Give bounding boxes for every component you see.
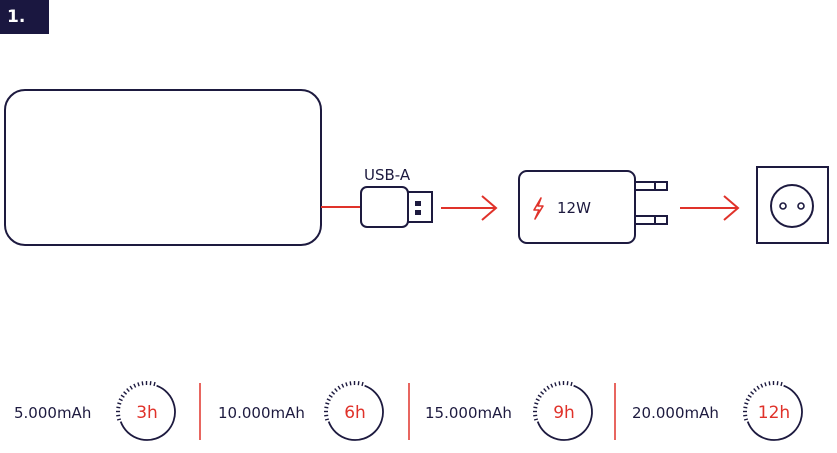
lightning-icon	[533, 197, 544, 220]
clock-dial-icon	[324, 381, 384, 441]
charging-time-item: 10.000mAh 6h	[218, 381, 384, 441]
power-outlet-icon	[756, 166, 829, 244]
arrow-right-icon	[441, 195, 498, 221]
clock-dial-icon	[533, 381, 593, 441]
wall-charger	[518, 170, 668, 244]
charging-times: 5.000mAh 3h 10.000mAh 6h 15.000mAh 9h 20.000mA…	[14, 381, 803, 441]
clock-dial-icon	[743, 381, 803, 441]
charge-time-label: 9h	[553, 403, 575, 423]
usb-a-plug-icon	[360, 186, 433, 228]
charging-time-item: 5.000mAh 3h	[14, 381, 176, 441]
step-badge: 1.	[0, 0, 49, 34]
charge-time-label: 12h	[758, 403, 790, 423]
charging-time-item: 20.000mAh 12h	[632, 381, 803, 441]
arrow-right-icon	[680, 195, 740, 221]
usb-a-label: USB-A	[364, 166, 411, 184]
charge-time-label: 6h	[344, 403, 366, 423]
power-bank	[4, 89, 322, 246]
capacity-label: 10.000mAh	[218, 404, 305, 422]
charging-time-item: 15.000mAh 9h	[425, 381, 593, 441]
capacity-label: 20.000mAh	[632, 404, 719, 422]
capacity-label: 15.000mAh	[425, 404, 512, 422]
step-number: 1.	[7, 7, 26, 27]
charger-power-label: 12W	[557, 199, 591, 217]
charge-time-label: 3h	[136, 403, 158, 423]
clock-dial-icon	[116, 381, 176, 441]
capacity-label: 5.000mAh	[14, 404, 91, 422]
